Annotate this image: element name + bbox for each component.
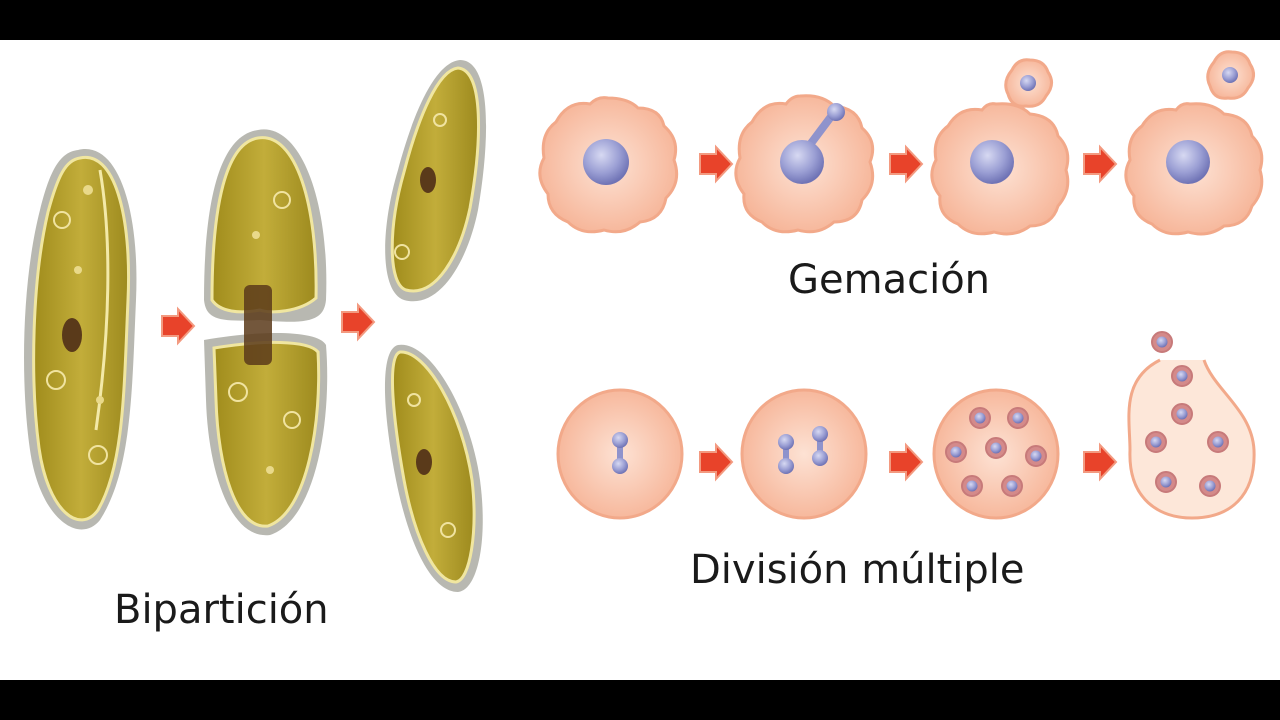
arrow-icon [889, 444, 923, 480]
arrow-icon [1083, 146, 1117, 182]
multiple-fission-cell-2 [740, 388, 868, 520]
budding-label: Gemación [788, 257, 991, 303]
multiple-fission-cell-1 [556, 388, 684, 520]
multiple-fission-sequence [556, 331, 1256, 520]
arrow-icon [341, 304, 375, 340]
budding-cell-1 [538, 96, 679, 234]
budding-cell-4 [1124, 50, 1264, 236]
paramecium-whole [24, 149, 137, 530]
multiple-fission-cell-4 [1127, 331, 1256, 520]
paramecium-dividing [204, 129, 328, 536]
arrow-icon [1083, 444, 1117, 480]
arrow-icon [161, 308, 195, 344]
arrow-icon [699, 444, 733, 480]
multiple-fission-cell-3 [932, 388, 1060, 520]
bottom-letterbox-bar [0, 680, 1280, 720]
arrow-icon [889, 146, 923, 182]
budding-sequence [538, 50, 1264, 236]
paramecium-daughter-bottom [384, 344, 483, 592]
budding-cell-3 [930, 58, 1070, 236]
binary-fission-sequence [24, 60, 487, 592]
paramecium-daughter-top [385, 60, 487, 302]
budding-cell-2 [734, 94, 875, 234]
binary-fission-label: Bipartición [114, 587, 329, 633]
arrow-icon [699, 146, 733, 182]
top-letterbox-bar [0, 0, 1280, 40]
multiple-fission-label: División múltiple [690, 547, 1025, 593]
